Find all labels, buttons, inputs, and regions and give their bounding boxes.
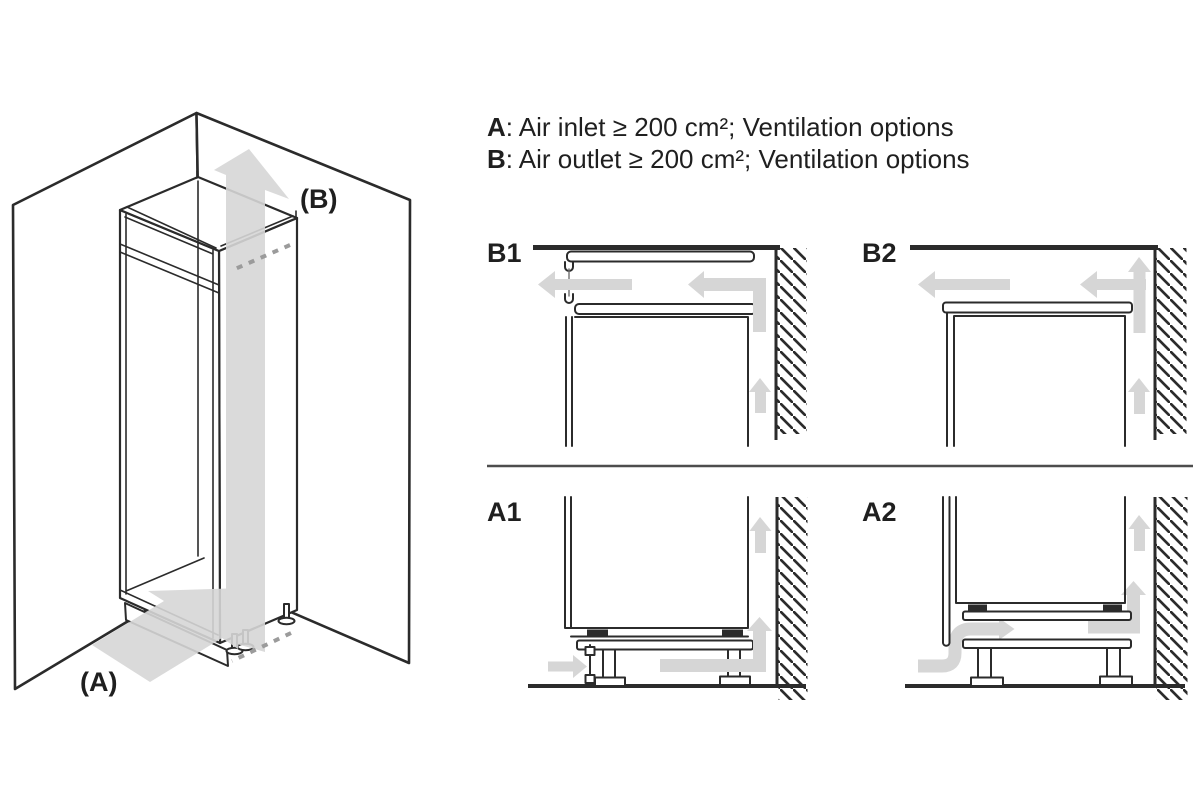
option-a2-label: A2 — [862, 497, 897, 527]
leg-foot-plate — [719, 675, 751, 686]
foot-stem — [283, 603, 290, 620]
legend: A: Air inlet ≥ 200 cm²; Ventilation opti… — [487, 112, 970, 174]
legend-line-a: A: Air inlet ≥ 200 cm²; Ventilation opti… — [487, 112, 954, 142]
foot-block — [968, 604, 987, 612]
cabinet-front-opening — [118, 208, 222, 645]
leg — [1106, 647, 1121, 678]
corner-installation-overview: (B) (A) — [11, 111, 412, 697]
wall-hatch — [1156, 248, 1187, 434]
wall-hatch — [777, 248, 807, 434]
airflow-right-up-arrow-icon — [1088, 581, 1146, 634]
b2-airflow-arrows — [918, 257, 1151, 414]
air-inlet-flat-arrow-icon — [92, 588, 245, 682]
front-foot-bracket — [584, 646, 596, 656]
diagram-option-b2: B2 — [862, 238, 1187, 447]
leg-foot-plate — [1099, 675, 1133, 686]
airflow-right-arrowhead-icon — [999, 618, 1015, 640]
a1-airflow-arrows — [548, 517, 772, 678]
airflow-up-left-arrow-icon — [688, 271, 766, 332]
cabinet-outline — [946, 311, 1126, 447]
wall-hatch — [778, 497, 808, 700]
front-foot-bracket — [584, 674, 596, 684]
plinth-rail — [576, 639, 754, 651]
vent-grille-panel — [566, 250, 755, 263]
legend-key-a: A — [487, 112, 506, 142]
a2-airflow-arrows — [918, 515, 1151, 673]
airflow-up-arrow-icon — [749, 378, 771, 413]
airflow-left-arrow-icon — [538, 271, 632, 298]
foot-block — [587, 629, 608, 637]
countertop-slab — [942, 301, 1133, 314]
foot-block — [722, 629, 743, 637]
airflow-up-arrow-icon — [749, 517, 772, 553]
foot-block — [1103, 604, 1122, 612]
overview-airflow-arrows — [92, 149, 289, 682]
b1-airflow-arrows — [538, 271, 771, 413]
cabinet-outline — [564, 496, 749, 638]
option-b2-label: B2 — [862, 238, 897, 268]
legend-line-b: B: Air outlet ≥ 200 cm²; Ventilation opt… — [487, 144, 970, 174]
option-a1-label: A1 — [487, 497, 522, 527]
cabinet-bottom-rail — [962, 610, 1132, 621]
plinth-rail — [962, 638, 1132, 649]
airflow-right-up-arrow-icon — [660, 617, 772, 672]
cabinet-outline — [565, 316, 749, 447]
wall-mount-notches — [196, 170, 297, 219]
airflow-right-arrow-icon — [548, 655, 587, 678]
vent-cutout-dashed-lines — [231, 243, 292, 663]
airflow-s-curve-arrow-icon — [918, 622, 999, 673]
diagram-option-a1: A1 — [487, 496, 808, 700]
legend-desc-b: : Air outlet ≥ 200 cm²; Ventilation opti… — [506, 144, 970, 174]
airflow-up-arrow-icon — [1128, 378, 1150, 414]
wall-hatch — [1156, 497, 1188, 700]
cabinet-and-door-outline — [942, 496, 1126, 647]
diagram-option-a2: A2 — [862, 496, 1188, 700]
outlet-label: (B) — [300, 184, 337, 214]
leg-foot-plate — [594, 676, 626, 687]
legend-key-b: B — [487, 144, 506, 174]
cabinet-top-trim — [574, 303, 757, 315]
leg — [602, 648, 616, 679]
option-b1-label: B1 — [487, 238, 522, 268]
legend-desc-a: : Air inlet ≥ 200 cm²; Ventilation optio… — [506, 112, 954, 142]
airflow-left-arrow-icon — [1080, 271, 1146, 298]
leg-foot-plate — [970, 676, 1004, 687]
airflow-left-arrow-icon — [918, 271, 1010, 298]
airflow-up-arrow-icon — [1128, 515, 1151, 551]
air-outlet-up-arrow-icon — [214, 149, 289, 652]
leg — [977, 647, 992, 679]
airflow-up-arrow-icon — [1128, 257, 1151, 333]
diagram-option-b1: B1 — [487, 238, 807, 447]
foot-base — [277, 616, 296, 626]
inlet-label: (A) — [80, 667, 117, 697]
